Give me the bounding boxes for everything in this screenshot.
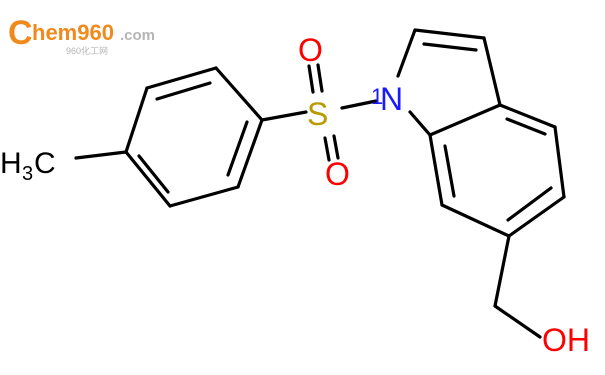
aromatic-inner-bond: [505, 117, 547, 136]
atom-label-h: H: [0, 147, 22, 180]
bond: [553, 125, 566, 199]
bond: [236, 118, 264, 189]
bond: [396, 28, 417, 78]
sulfonyl-double-bond: [307, 64, 315, 94]
bond: [428, 133, 444, 207]
aromatic-inner-bond: [155, 81, 212, 101]
sulfonyl-double-bond: [323, 136, 331, 162]
bond-ring-sulfur: [260, 110, 308, 122]
bond-sulfur-nitrogen: [340, 99, 378, 110]
bond: [145, 66, 218, 90]
bond: [413, 28, 486, 40]
bond: [482, 36, 502, 107]
logo-brand-text: hem960: [32, 20, 114, 45]
logo-letter-c: C: [8, 14, 33, 52]
indole-benzene-ring: [428, 103, 566, 238]
aromatic-inner-bond: [226, 120, 249, 177]
logo-tld: .com: [120, 27, 155, 44]
sulfonyl-double-bond: [316, 63, 324, 93]
aromatic-inner-bond: [422, 42, 478, 52]
sulfonyl-double-bond: [332, 134, 340, 160]
bond: [428, 103, 502, 137]
methyl-label: H 3 C: [0, 147, 56, 185]
methyl-bond: [74, 150, 128, 160]
bond: [408, 110, 432, 137]
bond: [124, 86, 149, 154]
bond: [507, 195, 566, 238]
logo-subtext: 960化工网: [66, 45, 108, 56]
atom-label-nitrogen: N: [380, 81, 403, 117]
toluene-ring: [124, 66, 264, 208]
bond: [124, 150, 172, 208]
chem960-logo: C hem960 .com 960化工网: [8, 14, 155, 56]
bond: [214, 66, 264, 122]
atom-label-oxygen: O: [325, 156, 350, 192]
aromatic-inner-bond: [137, 154, 170, 194]
bond-ch2-oh: [493, 304, 542, 339]
atom-label-oxygen: O: [298, 32, 323, 68]
bond: [440, 203, 511, 238]
bond-ch2: [493, 234, 511, 308]
atom-label-sulfur: S: [307, 96, 328, 132]
atom-label-subscript: 3: [22, 163, 33, 185]
atom-label-c: C: [34, 147, 56, 180]
atom-label-hydroxyl: OH: [542, 322, 590, 358]
atom-locant: 1: [371, 84, 383, 109]
bond: [498, 103, 557, 129]
aromatic-inner-bond: [506, 186, 553, 222]
bond: [168, 185, 240, 208]
aromatic-inner-bond: [443, 144, 456, 198]
pyrrole-ring: [396, 28, 502, 137]
